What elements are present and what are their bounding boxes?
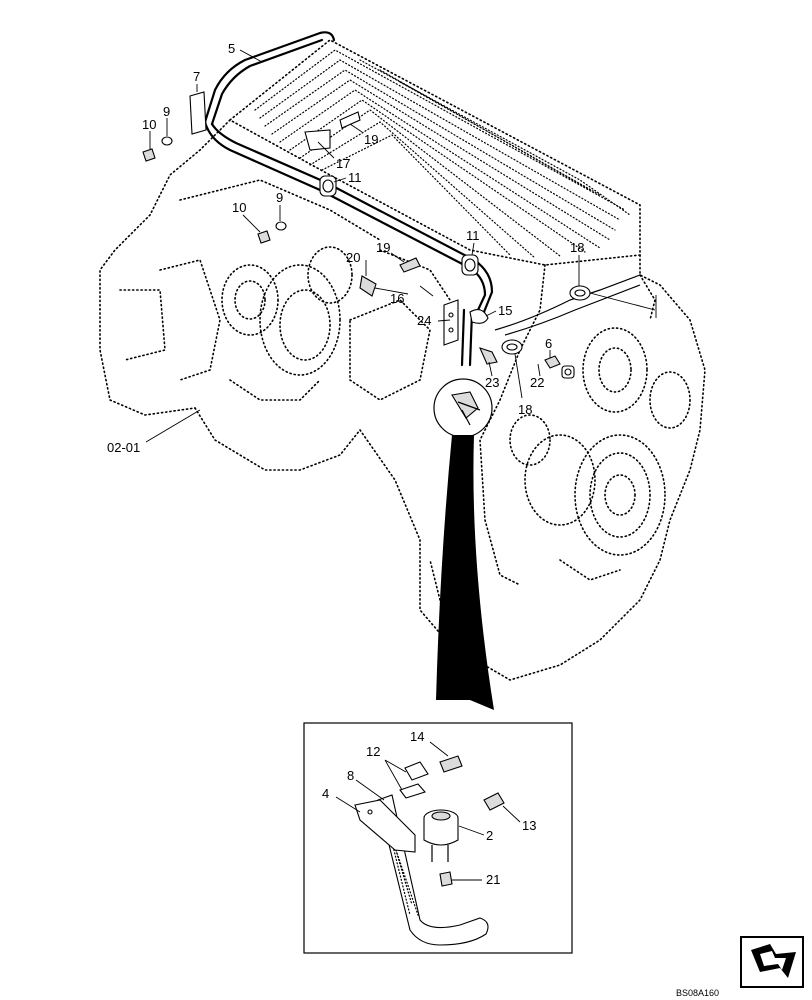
callout-19: 19 [364, 132, 378, 147]
callout-23: 23 [485, 375, 499, 390]
callout-11: 11 [466, 228, 480, 243]
callout-4: 4 [322, 786, 329, 801]
callout-15: 15 [498, 303, 512, 318]
callout-5: 5 [228, 41, 235, 56]
callout-8: 8 [347, 768, 354, 783]
callout-10: 10 [232, 200, 246, 215]
wiring-harness [142, 31, 641, 379]
callout-10: 10 [142, 117, 156, 132]
callout-12: 12 [366, 744, 380, 759]
callout-labels: 5 7 9 10 19 17 11 9 10 11 18 19 20 16 15… [107, 41, 584, 887]
callout-16: 16 [390, 291, 404, 306]
callout-14: 14 [410, 729, 424, 744]
detail-inset [303, 722, 573, 954]
callout-18: 18 [570, 240, 584, 255]
engine-outline [99, 39, 706, 681]
callout-22: 22 [530, 375, 544, 390]
reference-02-01: 02-01 [107, 440, 140, 455]
callout-21: 21 [486, 872, 500, 887]
callout-11: 11 [348, 170, 362, 185]
callout-13: 13 [522, 818, 536, 833]
leader-lines [145, 49, 657, 881]
drawing-code: BS08A160 [676, 988, 719, 998]
callout-19: 19 [376, 240, 390, 255]
callout-2: 2 [486, 828, 493, 843]
callout-6: 6 [545, 336, 552, 351]
callout-24: 24 [417, 313, 431, 328]
callout-17: 17 [336, 156, 350, 171]
next-page-arrow-icon[interactable] [740, 936, 804, 988]
callout-7: 7 [193, 69, 200, 84]
callout-18: 18 [518, 402, 532, 417]
rocker-cover-stipple [254, 49, 631, 259]
callout-20: 20 [346, 250, 360, 265]
detail-magnifier [433, 378, 494, 710]
callout-9: 9 [163, 104, 170, 119]
callout-9: 9 [276, 190, 283, 205]
